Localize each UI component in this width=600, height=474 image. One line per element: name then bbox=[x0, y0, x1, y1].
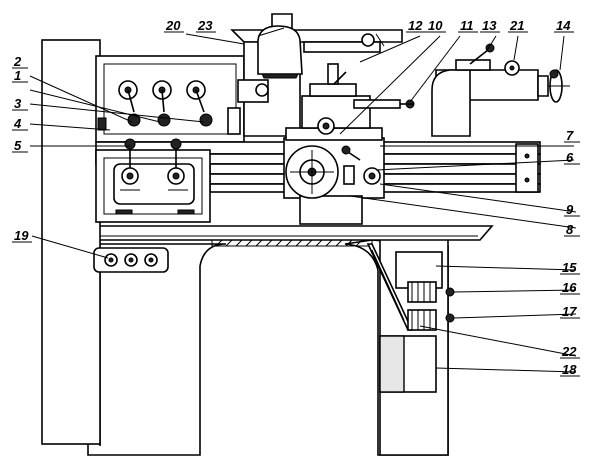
callout-10: 10 bbox=[428, 18, 443, 33]
callout-15: 15 bbox=[562, 260, 577, 275]
callout-13: 13 bbox=[482, 18, 497, 33]
tailstock bbox=[431, 43, 570, 137]
callout-12: 12 bbox=[408, 18, 423, 33]
chip-tray bbox=[70, 225, 494, 241]
speed-lever-1 bbox=[118, 80, 141, 127]
callout-17: 17 bbox=[562, 304, 577, 319]
speed-lever-3 bbox=[186, 80, 213, 127]
callout-21: 21 bbox=[509, 18, 524, 33]
carriage bbox=[285, 63, 415, 141]
spindle bbox=[237, 79, 269, 103]
callout-5: 5 bbox=[14, 138, 22, 153]
headstock-body bbox=[41, 39, 245, 445]
belt-pulley-17 bbox=[407, 309, 455, 331]
apron bbox=[283, 137, 385, 225]
headstock-side-tab bbox=[227, 107, 241, 135]
top-rail bbox=[303, 33, 385, 53]
lamp bbox=[257, 13, 303, 79]
motor bbox=[379, 335, 437, 393]
callout-18: 18 bbox=[562, 362, 577, 377]
callout-16: 16 bbox=[562, 280, 577, 295]
callout-2: 2 bbox=[13, 54, 22, 69]
callout-6: 6 bbox=[566, 150, 574, 165]
switch-panel bbox=[93, 247, 169, 273]
callout-11: 11 bbox=[460, 18, 474, 33]
callout-14: 14 bbox=[556, 18, 571, 33]
belt-pulley-16 bbox=[407, 281, 455, 303]
bed-end-bracket bbox=[515, 143, 539, 193]
headstock-window bbox=[97, 117, 107, 131]
callout-1: 1 bbox=[14, 68, 21, 83]
callout-23: 23 bbox=[197, 18, 213, 33]
callout-22: 22 bbox=[561, 344, 577, 359]
callout-3: 3 bbox=[14, 96, 22, 111]
callout-20: 20 bbox=[165, 18, 181, 33]
left-pedestal bbox=[87, 243, 227, 456]
callout-4: 4 bbox=[13, 116, 22, 131]
callout-9: 9 bbox=[566, 202, 574, 217]
speed-lever-2 bbox=[152, 80, 172, 127]
leader-lines bbox=[29, 27, 577, 373]
callout-8: 8 bbox=[566, 222, 574, 237]
callout-7: 7 bbox=[566, 128, 574, 143]
callout-underlines bbox=[12, 31, 580, 377]
callout-19: 19 bbox=[14, 228, 29, 243]
gearbox bbox=[95, 138, 211, 223]
